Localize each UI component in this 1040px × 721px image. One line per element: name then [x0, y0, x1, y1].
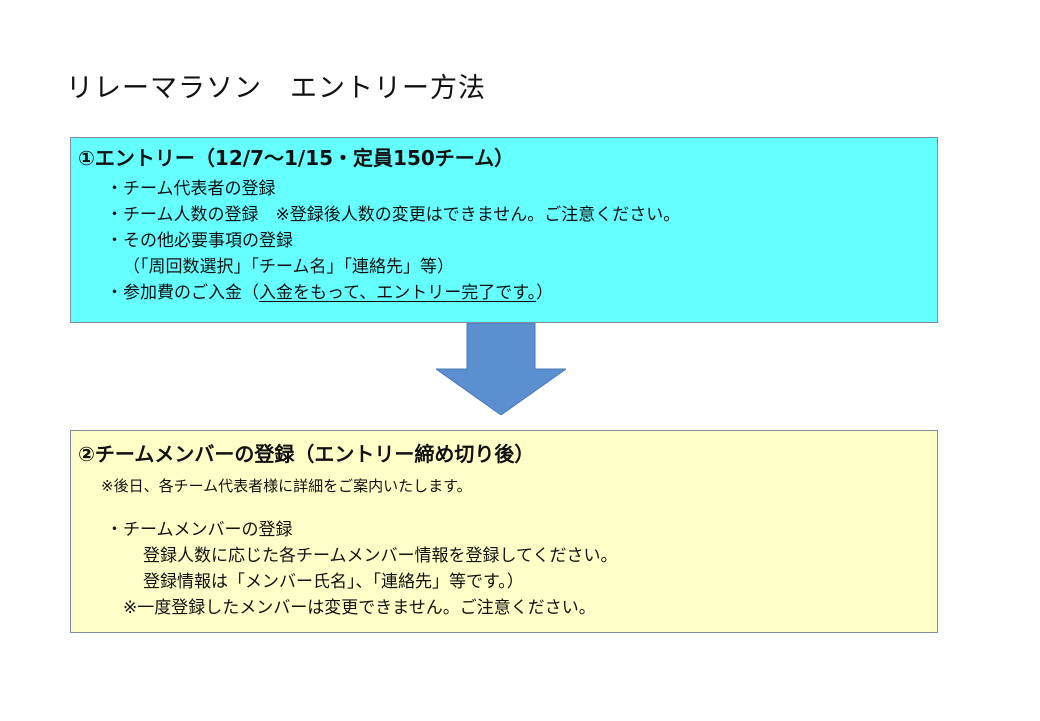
list-item: ・チーム代表者の登録: [106, 179, 276, 199]
list-item-detail: （「周回数選択」「チーム名」「連絡先」等）: [123, 257, 454, 277]
list-item: ・チームメンバーの登録: [106, 520, 293, 540]
list-item: ・その他必要事項の登録: [106, 231, 293, 251]
page-title: リレーマラソン エントリー方法: [66, 73, 486, 104]
member-registration-heading: ②チームメンバーの登録（エントリー締め切り後）: [78, 442, 535, 466]
member-registration-box: ②チームメンバーの登録（エントリー締め切り後） ※後日、各チーム代表者様に詳細を…: [70, 430, 938, 633]
entry-step-box: ①エントリー（12/7～1/15・定員150チーム） ・チーム代表者の登録 ・チ…: [70, 137, 938, 323]
warning-note: ※一度登録したメンバーは変更できません。ご注意ください。: [123, 598, 596, 618]
payment-completion-note: 入金をもって、エントリー完了です。: [259, 283, 537, 303]
payment-item: ・参加費のご入金（入金をもって、エントリー完了です。）: [106, 281, 553, 305]
follow-up-note: ※後日、各チーム代表者様に詳細をご案内いたします。: [101, 477, 472, 495]
list-item-detail: 登録情報は「メンバー氏名」、「連絡先」等です。）: [143, 572, 524, 592]
payment-label: ・参加費のご入金（: [106, 283, 259, 303]
list-item: ・チーム人数の登録 ※登録後人数の変更はできません。ご注意ください。: [106, 205, 681, 225]
entry-step-heading: ①エントリー（12/7～1/15・定員150チーム）: [78, 146, 515, 170]
payment-closing: ）: [536, 283, 554, 303]
list-item-detail: 登録人数に応じた各チームメンバー情報を登録してください。: [143, 546, 618, 566]
down-arrow-icon: [436, 323, 566, 415]
